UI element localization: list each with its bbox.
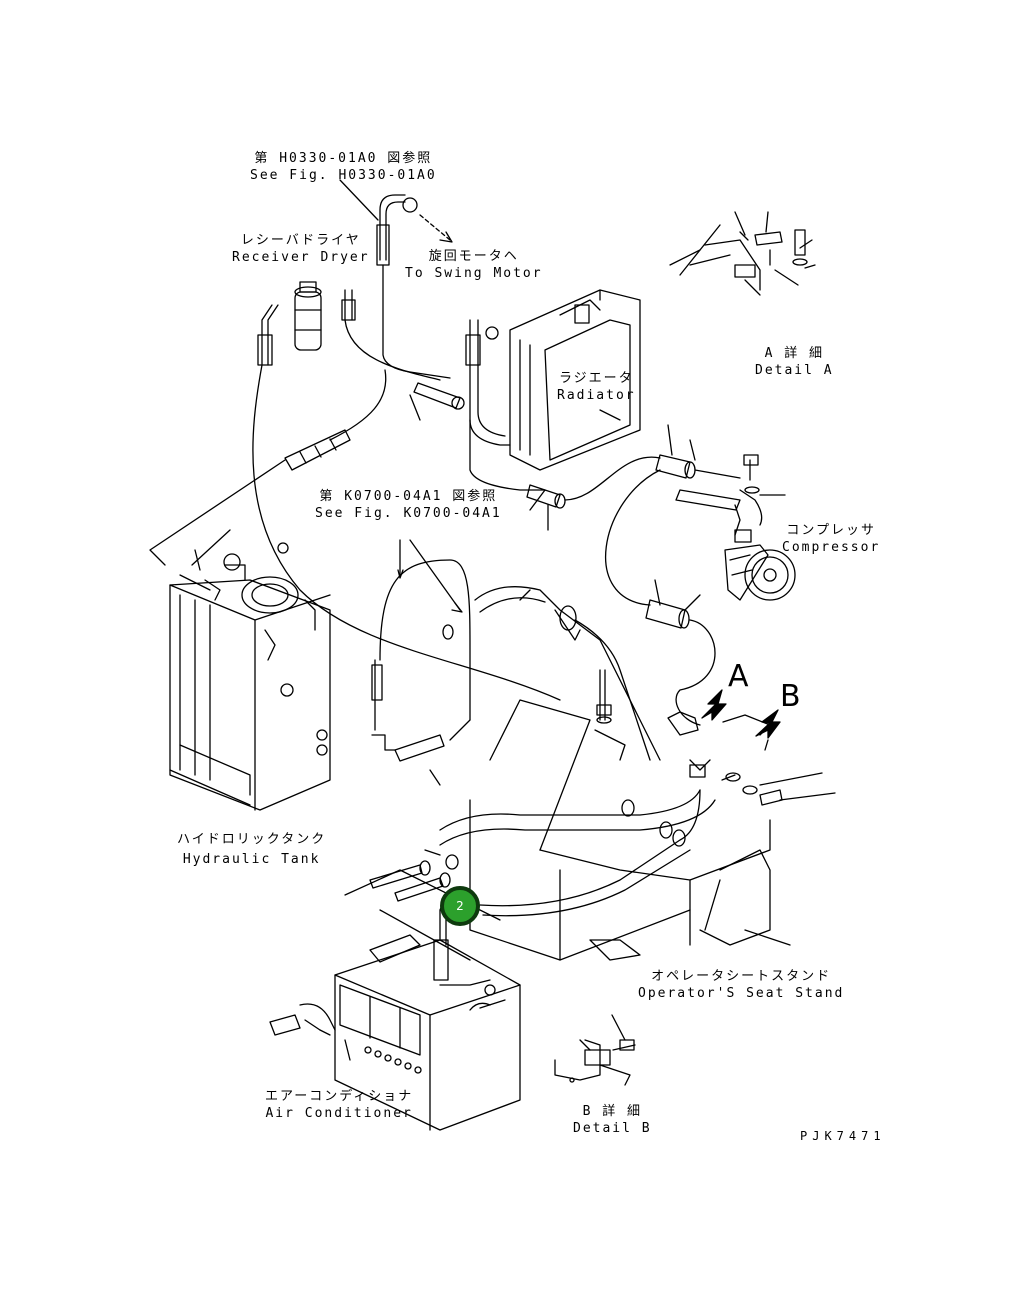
view-arrows-drawing <box>667 689 783 806</box>
part-callout-number: 2 <box>456 899 464 913</box>
hydraulic-tank-label: ハイドロリックタンク Hydraulic Tank <box>177 830 326 870</box>
receiver-dryer-label: レシーバドライヤ Receiver Dryer <box>232 232 370 266</box>
top-pipe-drawing <box>339 179 453 379</box>
leader-lines-drawing <box>194 211 836 1051</box>
hydraulic-tank-jp: ハイドロリックタンク <box>177 832 327 847</box>
compressor-drawing <box>724 529 796 601</box>
air-conditioner-jp: エアーコンディショナ <box>265 1089 414 1104</box>
compressor-en: Compressor <box>782 540 881 555</box>
swing-motor-en: To Swing Motor <box>405 266 543 281</box>
ref-h0330-label: 第 H0330-01A0 図参照 See Fig. H0330-01A0 <box>250 150 437 184</box>
receiver-dryer-drawing <box>252 281 561 701</box>
detail-a-jp: A 詳 細 <box>764 346 825 361</box>
ref-k0700-jp: 第 K0700-04A1 図参照 <box>319 489 498 504</box>
view-a-label: A <box>728 659 749 694</box>
air-conditioner-label: エアーコンディショナ Air Conditioner <box>265 1088 413 1122</box>
compressor-lines-drawing <box>526 454 763 726</box>
part-callout-2[interactable]: 2 <box>440 886 480 926</box>
compressor-label: コンプレッサ Compressor <box>782 522 880 556</box>
hose-segments-drawing <box>149 382 465 566</box>
detail-a-label: A 詳 細 Detail A <box>755 345 834 379</box>
seat-stand-en: Operator'S Seat Stand <box>638 986 845 1001</box>
ref-h0330-en: See Fig. H0330-01A0 <box>250 168 437 183</box>
swing-motor-label: 旋回モータヘ To Swing Motor <box>405 248 543 282</box>
view-b-label: B <box>780 679 801 714</box>
air-conditioner-drawing <box>269 896 521 1131</box>
ref-k0700-en: See Fig. K0700-04A1 <box>315 506 502 521</box>
hydraulic-tank-drawing <box>169 542 331 811</box>
receiver-dryer-en: Receiver Dryer <box>232 250 370 265</box>
drawing-code: PJK7471 <box>800 1129 886 1143</box>
detail-b-drawing <box>554 1039 636 1086</box>
seat-stand-jp: オペレータシートスタンド <box>651 969 832 984</box>
detail-b-label: B 詳 細 Detail B <box>573 1103 652 1137</box>
seat-stand-label: オペレータシートスタンド Operator'S Seat Stand <box>638 968 844 1002</box>
swing-motor-jp: 旋回モータヘ <box>428 249 519 264</box>
air-conditioner-en: Air Conditioner <box>265 1106 413 1121</box>
detail-b-jp: B 詳 細 <box>582 1104 643 1119</box>
receiver-dryer-jp: レシーバドライヤ <box>240 233 361 248</box>
radiator-label: ラジエータ Radiator <box>557 370 636 404</box>
central-hoses-drawing <box>371 559 661 762</box>
ref-h0330-jp: 第 H0330-01A0 図参照 <box>254 151 433 166</box>
detail-a-en: Detail A <box>755 363 834 378</box>
detail-b-en: Detail B <box>573 1121 652 1136</box>
hydraulic-tank-en: Hydraulic Tank <box>182 852 321 867</box>
radiator-jp: ラジエータ <box>558 371 634 386</box>
radiator-drawing <box>465 289 641 491</box>
ref-k0700-label: 第 K0700-04A1 図参照 See Fig. K0700-04A1 <box>315 488 502 522</box>
detail-a-drawing <box>669 224 808 296</box>
radiator-en: Radiator <box>557 388 636 403</box>
seat-stand-drawing <box>439 699 791 961</box>
compressor-jp: コンプレッサ <box>786 523 876 538</box>
